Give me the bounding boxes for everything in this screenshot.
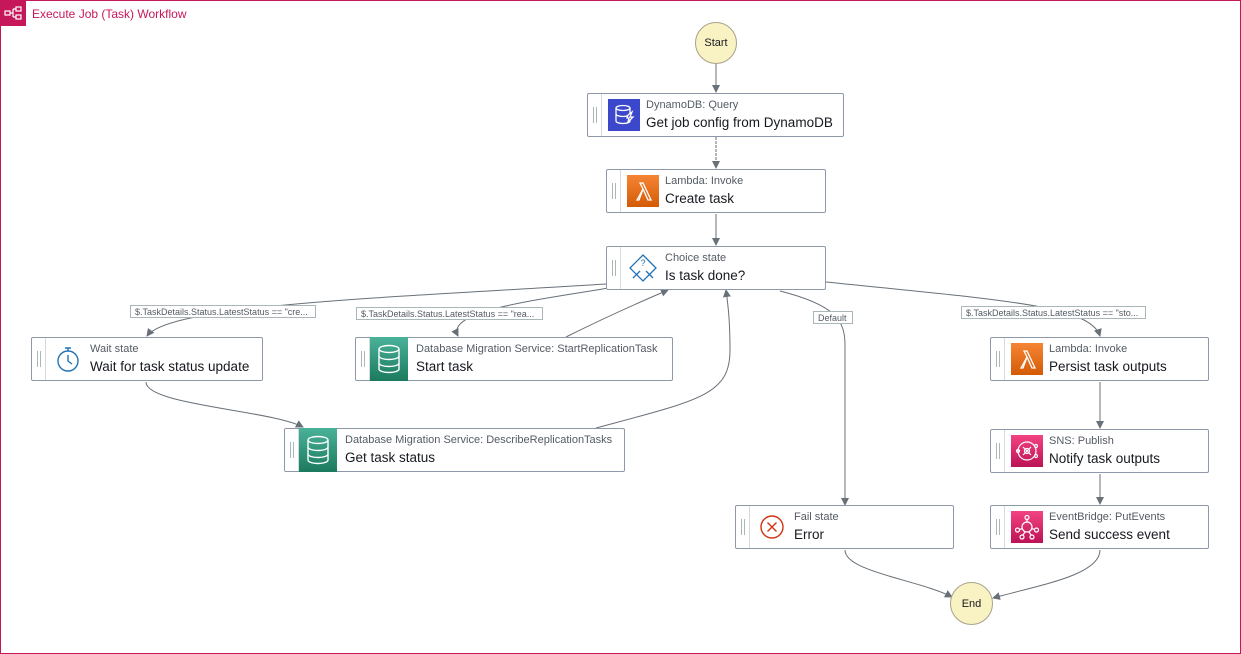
end-node[interactable]: End xyxy=(950,582,993,625)
state-type: Fail state xyxy=(794,511,839,523)
database-icon xyxy=(299,428,337,472)
state-name: Create task xyxy=(665,191,735,206)
state-name: Error xyxy=(794,527,824,542)
edge-choice-to-wait xyxy=(146,283,607,337)
edge-start-task-to-choice xyxy=(565,289,669,338)
drag-handle[interactable] xyxy=(991,430,1005,472)
edge-wait-to-get-status xyxy=(145,381,304,428)
drag-handle[interactable] xyxy=(285,429,299,471)
state-wait[interactable]: Wait state Wait for task status update xyxy=(31,337,263,381)
edge-choice-to-persist xyxy=(825,281,1102,337)
state-start-task[interactable]: Database Migration Service: StartReplica… xyxy=(355,337,673,381)
state-type: Database Migration Service: StartReplica… xyxy=(416,343,658,355)
drag-handle[interactable] xyxy=(588,94,602,136)
state-is-task-done[interactable]: ? Choice state Is task done? xyxy=(606,246,826,290)
state-type: DynamoDB: Query xyxy=(646,99,739,111)
edge-label-creating: $.TaskDetails.Status.LatestStatus == "cr… xyxy=(130,305,316,318)
stopwatch-icon xyxy=(52,343,84,375)
state-name: Persist task outputs xyxy=(1049,359,1167,374)
eventbridge-icon xyxy=(1011,511,1043,543)
drag-handle[interactable] xyxy=(607,247,621,289)
dynamodb-icon xyxy=(608,99,640,131)
state-create-task[interactable]: Lambda: Invoke Create task xyxy=(606,169,826,213)
state-name: Is task done? xyxy=(665,268,746,283)
edge-event-to-end xyxy=(992,549,1101,600)
state-name: Get task status xyxy=(345,450,436,465)
state-type: EventBridge: PutEvents xyxy=(1049,511,1166,523)
drag-handle[interactable] xyxy=(356,338,370,380)
state-get-job-config[interactable]: DynamoDB: Query Get job config from Dyna… xyxy=(587,93,844,137)
state-send-success-event[interactable]: EventBridge: PutEvents Send success even… xyxy=(990,505,1209,549)
fail-icon xyxy=(756,511,788,543)
drag-handle[interactable] xyxy=(991,338,1005,380)
state-type: Wait state xyxy=(90,343,139,355)
state-name: Start task xyxy=(416,359,474,374)
state-persist-outputs[interactable]: Lambda: Invoke Persist task outputs xyxy=(990,337,1209,381)
drag-handle[interactable] xyxy=(991,506,1005,548)
start-node[interactable]: Start xyxy=(695,22,737,64)
state-name: Send success event xyxy=(1049,527,1170,542)
state-error[interactable]: Fail state Error xyxy=(735,505,954,549)
state-type: Lambda: Invoke xyxy=(1049,343,1128,355)
edge-get-status-to-choice xyxy=(595,289,731,429)
lambda-icon xyxy=(1011,343,1043,375)
state-type: Choice state xyxy=(665,252,727,264)
edge-label-stopped: $.TaskDetails.Status.LatestStatus == "st… xyxy=(961,306,1146,319)
drag-handle[interactable] xyxy=(32,338,46,380)
state-name: Get job config from DynamoDB xyxy=(646,115,833,130)
state-name: Wait for task status update xyxy=(90,359,250,374)
choice-icon: ? xyxy=(627,252,659,284)
edge-label-ready: $.TaskDetails.Status.LatestStatus == "re… xyxy=(356,307,543,320)
step-functions-icon xyxy=(0,0,26,26)
svg-text:?: ? xyxy=(640,258,645,268)
lambda-icon xyxy=(627,175,659,207)
edge-label-default: Default xyxy=(813,311,853,324)
workflow-title: Execute Job (Task) Workflow xyxy=(32,7,187,21)
edge-choice-to-start-task xyxy=(451,287,609,337)
drag-handle[interactable] xyxy=(736,506,750,548)
state-name: Notify task outputs xyxy=(1049,451,1161,466)
state-get-task-status[interactable]: Database Migration Service: DescribeRepl… xyxy=(284,428,625,472)
state-type: SNS: Publish xyxy=(1049,435,1114,447)
state-type: Lambda: Invoke xyxy=(665,175,744,187)
sns-icon xyxy=(1011,435,1043,467)
state-type: Database Migration Service: DescribeRepl… xyxy=(345,434,613,446)
state-notify-outputs[interactable]: SNS: Publish Notify task outputs xyxy=(990,429,1209,473)
edge-error-to-end xyxy=(844,549,953,598)
database-icon xyxy=(370,337,408,381)
drag-handle[interactable] xyxy=(607,170,621,212)
